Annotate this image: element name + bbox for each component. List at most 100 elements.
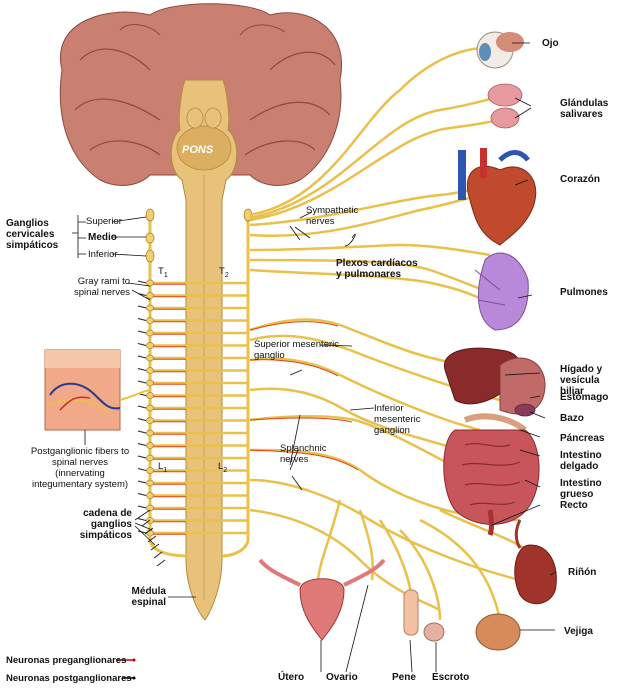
inferior-ganglion-label: Inferior bbox=[88, 249, 118, 260]
label-callout-lines bbox=[72, 42, 557, 673]
pancreas-organ bbox=[463, 413, 527, 433]
preganglionic-rami bbox=[150, 283, 186, 535]
ojo-label: Ojo bbox=[542, 38, 559, 49]
chain-ganglion bbox=[146, 429, 154, 437]
bladder-organ bbox=[475, 613, 521, 651]
sacral-nerve-stub bbox=[150, 543, 160, 551]
chain-ganglion bbox=[146, 342, 154, 349]
spinal-nerve-stub bbox=[137, 443, 147, 446]
spinal-nerve-stub bbox=[137, 368, 147, 371]
cervical-ganglia bbox=[145, 208, 253, 263]
chain-ganglion bbox=[146, 417, 154, 424]
sacral-nerve-stub bbox=[141, 519, 151, 527]
chain-ganglion bbox=[146, 317, 154, 324]
spinal-nerve-stub bbox=[137, 468, 147, 471]
chain-ganglion bbox=[146, 454, 154, 462]
chain-ganglion bbox=[146, 279, 154, 287]
superior-ganglion-label: Superior bbox=[86, 216, 122, 227]
sacral-nerve-stub bbox=[153, 551, 163, 559]
plexos-label: Plexos cardíacos y pulmonares bbox=[336, 258, 418, 280]
superior-mesenteric-label: Superior mesenteric ganglio bbox=[254, 339, 340, 361]
recto-label: Recto bbox=[560, 500, 588, 511]
chain-ganglion bbox=[146, 379, 154, 387]
spinal-nerve-stub bbox=[137, 305, 147, 309]
spinal-nerve-stubs bbox=[137, 280, 166, 567]
chain-ganglion bbox=[146, 404, 154, 412]
spinal-nerve-stub bbox=[137, 343, 147, 346]
cadena-ganglios-label: cadena de ganglios simpáticos bbox=[79, 508, 132, 541]
chain-ganglion bbox=[146, 292, 154, 299]
legend-preganglionic: Neuronas preganglionares bbox=[6, 655, 127, 666]
skin-inset bbox=[44, 349, 151, 445]
intestino-delgado-label: Intestino delgado bbox=[560, 450, 602, 472]
sacral-nerve-stub bbox=[144, 527, 154, 535]
spinal-nerve-stub bbox=[137, 518, 147, 521]
intestino-grueso-label: Intestino grueso bbox=[560, 478, 602, 500]
preganglionic-nerves bbox=[249, 321, 359, 471]
corazon-label: Corazón bbox=[560, 174, 600, 185]
spinal-nerve-stub bbox=[137, 380, 147, 384]
escroto-label: Escroto bbox=[432, 672, 470, 683]
stomach-organ bbox=[499, 357, 546, 415]
estomago-label: Estómago bbox=[560, 392, 609, 403]
spinal-nerve-stub bbox=[137, 505, 147, 509]
spinal-nerve-stub bbox=[137, 430, 147, 434]
sympathetic-chain-right bbox=[221, 212, 250, 558]
chain-ganglion bbox=[146, 504, 154, 512]
spinal-cord bbox=[170, 79, 238, 621]
cervical-ganglia-label: Ganglios cervicales simpáticos bbox=[6, 218, 59, 251]
t2-label: T2 bbox=[219, 266, 229, 279]
bazo-label: Bazo bbox=[560, 413, 584, 424]
l1-label: L1 bbox=[158, 461, 168, 474]
chain-ganglion bbox=[146, 442, 154, 449]
l2-label: L2 bbox=[218, 461, 228, 474]
spinal-nerve-stub bbox=[137, 280, 147, 284]
ovario-label: Ovario bbox=[326, 672, 358, 683]
medio-ganglion-label: Medio bbox=[88, 232, 117, 243]
pulmones-label: Pulmones bbox=[560, 287, 608, 298]
rinon-label: Riñón bbox=[568, 567, 597, 578]
spinal-rami bbox=[150, 281, 248, 535]
lungs-organ bbox=[474, 252, 529, 331]
chain-ganglion bbox=[146, 529, 154, 537]
chain-ganglion bbox=[146, 354, 154, 362]
spinal-nerve-stub bbox=[137, 318, 147, 321]
chain-ganglion bbox=[146, 467, 154, 474]
chain-ganglia bbox=[146, 279, 154, 537]
gray-rami-label: Gray rami to spinal nerves bbox=[74, 276, 130, 298]
pancreas-label: Páncreas bbox=[560, 433, 605, 444]
spinal-nerve-stub bbox=[137, 480, 147, 484]
salivary-glands-organ bbox=[487, 83, 523, 129]
legend-lines bbox=[116, 658, 136, 680]
spinal-nerve-stub bbox=[137, 493, 147, 496]
eye-organ bbox=[476, 31, 524, 69]
chain-ganglion bbox=[146, 304, 154, 312]
vejiga-label: Vejiga bbox=[564, 626, 593, 637]
splanchnic-nerves-label: Splanchnic nerves bbox=[280, 443, 327, 465]
spinal-nerve-stub bbox=[137, 405, 147, 409]
chain-ganglion bbox=[146, 492, 154, 499]
medula-espinal-label: Médula espinal bbox=[131, 586, 166, 608]
chain-ganglion bbox=[146, 329, 154, 337]
sympathetic-nerves-label: Sympathetic nerves bbox=[306, 205, 359, 227]
spinal-nerve-stub bbox=[137, 355, 147, 359]
glandulas-label: Glándulas salivares bbox=[560, 98, 609, 120]
pene-label: Pene bbox=[392, 672, 416, 683]
spleen-organ bbox=[514, 403, 536, 417]
chain-ganglion bbox=[146, 392, 154, 399]
rectum-organ bbox=[487, 509, 494, 536]
uterus-organ bbox=[258, 558, 386, 641]
postganglionic-fibers-label: Postganglionic fibers to spinal nerves (… bbox=[30, 446, 130, 490]
spinal-nerve-stub bbox=[137, 530, 147, 534]
utero-label: Útero bbox=[278, 672, 305, 683]
spinal-nerve-stub bbox=[137, 330, 147, 334]
chain-ganglion bbox=[146, 479, 154, 487]
higado-label: Hígado y vesícula biliar bbox=[560, 364, 603, 397]
penis-organ bbox=[403, 589, 445, 642]
heart-organ bbox=[458, 148, 537, 246]
t1-label: T1 bbox=[158, 266, 168, 279]
legend-postganglionic: Neuronas postganglionares bbox=[6, 673, 132, 684]
kidney-organ bbox=[514, 519, 557, 605]
sacral-nerve-stub bbox=[156, 559, 166, 567]
